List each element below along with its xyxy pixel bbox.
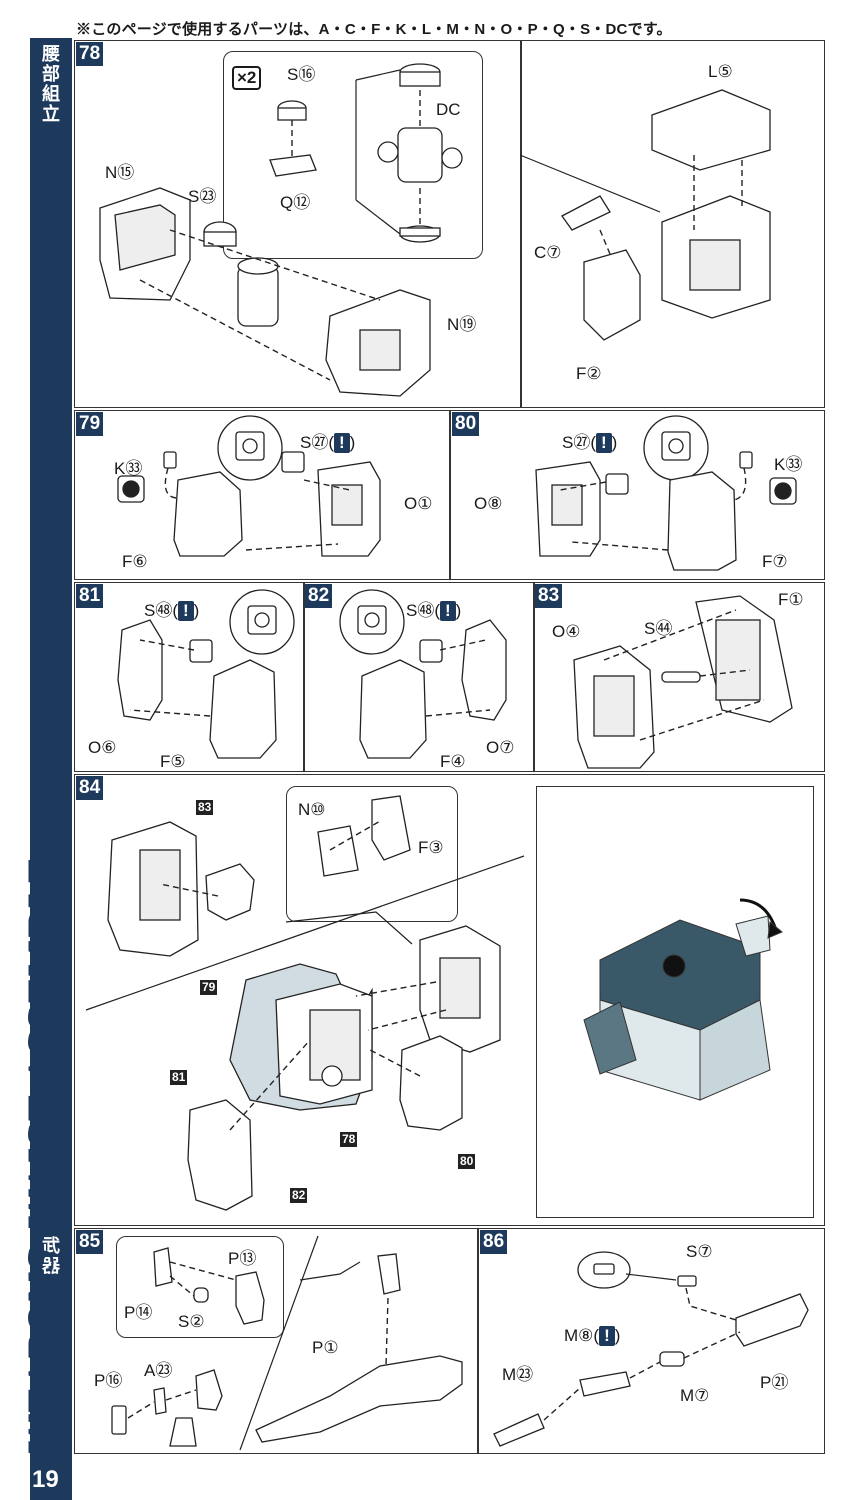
part-label: M㉓ (502, 1365, 534, 1384)
section-title-weapons: 武器 (42, 1236, 60, 1276)
caution-icon: ! (599, 1326, 615, 1346)
part-label: S⑯ (287, 65, 316, 84)
part-label: S② (178, 1312, 205, 1331)
step-number: 80 (452, 412, 480, 436)
step-85-86-diagram (111, 1235, 809, 1451)
step-ref-badge: 83 (196, 800, 214, 815)
part-label: O⑥ (88, 738, 117, 757)
step-ref-badge: 79 (200, 980, 218, 995)
part-label: F② (576, 364, 602, 383)
step-number: 78 (76, 42, 104, 66)
part-label: O① (404, 494, 433, 513)
assembled-photo-frame (536, 786, 814, 1218)
part-label: S㊹ (644, 619, 673, 638)
part-label: S⑦ (686, 1242, 713, 1261)
step-number: 81 (76, 584, 104, 608)
caution-icon: ! (596, 433, 612, 453)
sidebar-bar (30, 38, 72, 1500)
caution-icon: ! (334, 433, 350, 453)
callout-box (286, 786, 458, 922)
part-label: S㊽(!) (144, 601, 200, 621)
part-label: F③ (418, 838, 444, 857)
part-label: O④ (552, 622, 581, 641)
part-label: K㉝ (114, 459, 143, 478)
part-label: M⑧(!) (564, 1326, 621, 1346)
part-label: O⑧ (474, 494, 503, 513)
caution-icon: ! (440, 601, 456, 621)
part-label: S㊽(!) (406, 601, 462, 621)
part-label: DC (436, 100, 461, 119)
step-number: 79 (76, 412, 104, 436)
step-81-83-diagram (117, 589, 793, 769)
callout-box (223, 51, 483, 259)
part-label: N⑲ (447, 315, 477, 334)
part-label: A㉓ (144, 1361, 173, 1380)
part-label: F⑤ (160, 752, 186, 771)
page-number: 19 (32, 1466, 59, 1493)
part-label: P㉑ (760, 1373, 789, 1392)
part-label: P⑯ (94, 1371, 123, 1390)
part-label: F⑥ (122, 552, 148, 571)
step-79-80-diagram (117, 415, 797, 571)
step-number: 84 (76, 776, 104, 800)
part-label: O⑦ (486, 738, 515, 757)
part-label: Q⑫ (280, 193, 311, 212)
part-label: F④ (440, 752, 466, 771)
callout-box (116, 1236, 284, 1338)
part-label: F⑦ (762, 552, 788, 571)
step-number: 83 (535, 584, 563, 608)
step-78-diagram (99, 63, 771, 397)
part-label: M⑦ (680, 1386, 710, 1405)
step-85-86-panel (74, 1228, 825, 1454)
part-label: S㉗(!) (562, 433, 618, 453)
step-84-diagram (85, 795, 783, 1211)
part-label: P① (312, 1338, 339, 1357)
multiplier-badge: ×2 (232, 66, 262, 90)
parts-note: ※このページで使用するパーツは、A・C・F・K・L・M・N・O・P・Q・S・DC… (76, 21, 672, 38)
step-number: 86 (480, 1230, 508, 1254)
part-label: P⑬ (228, 1249, 257, 1268)
part-label: S㉓ (188, 187, 217, 206)
part-label: C⑦ (534, 243, 562, 262)
part-label: N⑮ (105, 163, 135, 182)
part-label: S㉗(!) (300, 433, 356, 453)
part-label: L⑤ (708, 62, 733, 81)
step-number: 82 (305, 584, 333, 608)
part-label: K㉝ (774, 455, 803, 474)
part-label: F① (778, 590, 804, 609)
step-ref-badge: 80 (458, 1154, 476, 1169)
step-ref-badge: 81 (170, 1070, 188, 1085)
section-title-waist: 腰部組立 (42, 44, 60, 124)
step-ref-badge: 82 (290, 1188, 308, 1203)
part-label: P⑭ (124, 1303, 153, 1322)
caution-icon: ! (178, 601, 194, 621)
part-label: N⑩ (298, 800, 326, 819)
step-ref-badge: 78 (340, 1132, 358, 1147)
step-number: 85 (76, 1230, 104, 1254)
